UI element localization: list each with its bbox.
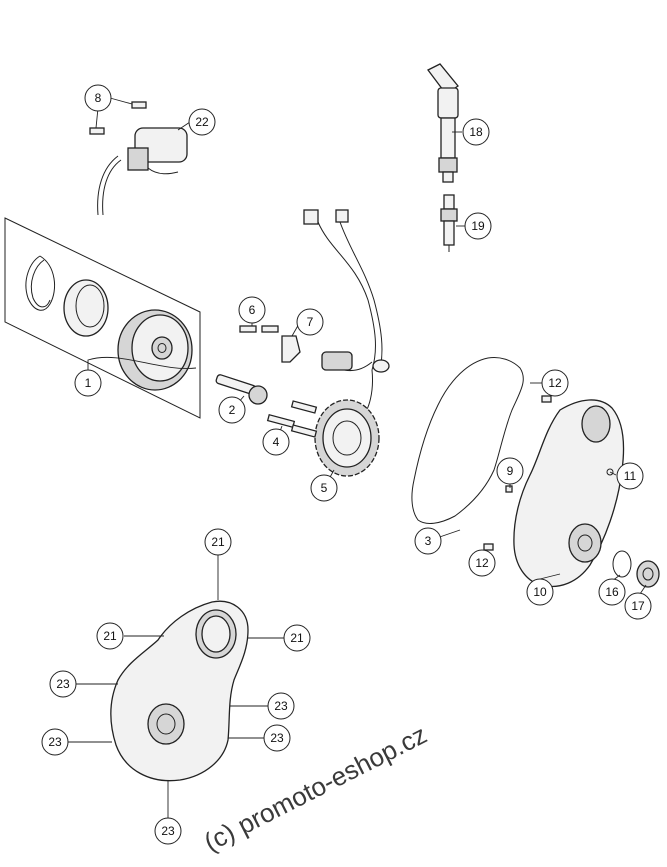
callout-3: 3 xyxy=(414,527,442,555)
callout-6-label: 6 xyxy=(249,303,256,317)
callout-9-label: 9 xyxy=(507,464,514,478)
callout-19-label: 19 xyxy=(471,219,485,233)
callout-16-label: 16 xyxy=(605,585,619,599)
callout-23-lower-right: 23 xyxy=(263,724,291,752)
callout-23-bottom: 23 xyxy=(154,817,182,845)
cable-bracket xyxy=(281,335,301,363)
callout-1-label: 1 xyxy=(85,376,92,390)
callout-23-bottom-label: 23 xyxy=(161,824,175,838)
callout-21-top: 21 xyxy=(204,528,232,556)
callout-22: 22 xyxy=(188,108,216,136)
callout-23-upper-left-label: 23 xyxy=(56,677,70,691)
flywheel-assembly xyxy=(4,217,201,419)
callout-18: 18 xyxy=(462,118,490,146)
callout-8: 8 xyxy=(84,84,112,112)
callout-17-label: 17 xyxy=(631,599,645,613)
callout-12-lower: 12 xyxy=(468,549,496,577)
callout-3-label: 3 xyxy=(425,534,432,548)
callout-23-upper-right-label: 23 xyxy=(274,699,288,713)
callout-5-label: 5 xyxy=(321,481,328,495)
watermark-text: (c) promoto-eshop.cz xyxy=(199,719,432,857)
stator-wiring xyxy=(303,209,390,421)
callout-23-lower-right-label: 23 xyxy=(270,731,284,745)
o-ring-and-plug xyxy=(612,550,660,588)
callout-2: 2 xyxy=(218,396,246,424)
callout-12-lower-label: 12 xyxy=(475,556,489,570)
stator-bolts xyxy=(266,400,318,438)
callout-7: 7 xyxy=(296,308,324,336)
callout-21-left-label: 21 xyxy=(103,629,117,643)
callout-23-lower-left: 23 xyxy=(41,728,69,756)
spark-plug xyxy=(440,194,458,252)
callout-21-right-label: 21 xyxy=(290,631,304,645)
spark-plug-boot xyxy=(427,63,459,183)
callout-6: 6 xyxy=(238,296,266,324)
ignition-cover xyxy=(513,399,625,588)
callout-9: 9 xyxy=(496,457,524,485)
callout-16: 16 xyxy=(598,578,626,606)
callout-10: 10 xyxy=(526,578,554,606)
callout-19: 19 xyxy=(464,212,492,240)
callout-2-label: 2 xyxy=(229,403,236,417)
callout-21-right: 21 xyxy=(283,624,311,652)
callout-8-label: 8 xyxy=(95,91,102,105)
gasket-dowels xyxy=(483,395,552,551)
callout-23-upper-right: 23 xyxy=(267,692,295,720)
callout-21-top-label: 21 xyxy=(211,535,225,549)
bracket-screws xyxy=(239,325,279,333)
rotor-bolt xyxy=(215,374,268,405)
callout-12-upper-label: 12 xyxy=(548,376,562,390)
callout-4-label: 4 xyxy=(273,435,280,449)
callout-22-label: 22 xyxy=(195,115,209,129)
callout-1: 1 xyxy=(74,369,102,397)
stator xyxy=(314,399,380,477)
callout-12-upper: 12 xyxy=(541,369,569,397)
callout-23-upper-left: 23 xyxy=(49,670,77,698)
callout-4: 4 xyxy=(262,428,290,456)
ignition-coil xyxy=(89,101,188,216)
callout-23-lower-left-label: 23 xyxy=(48,735,62,749)
callout-7-label: 7 xyxy=(307,315,314,329)
callout-11-label: 11 xyxy=(624,469,637,483)
callout-11: 11 xyxy=(616,462,644,490)
lower-cover xyxy=(110,600,249,782)
callout-17: 17 xyxy=(624,592,652,620)
callout-18-label: 18 xyxy=(469,125,483,139)
callout-21-left: 21 xyxy=(96,622,124,650)
callout-5: 5 xyxy=(310,474,338,502)
cover-gasket xyxy=(411,357,524,524)
callout-10-label: 10 xyxy=(533,585,547,599)
